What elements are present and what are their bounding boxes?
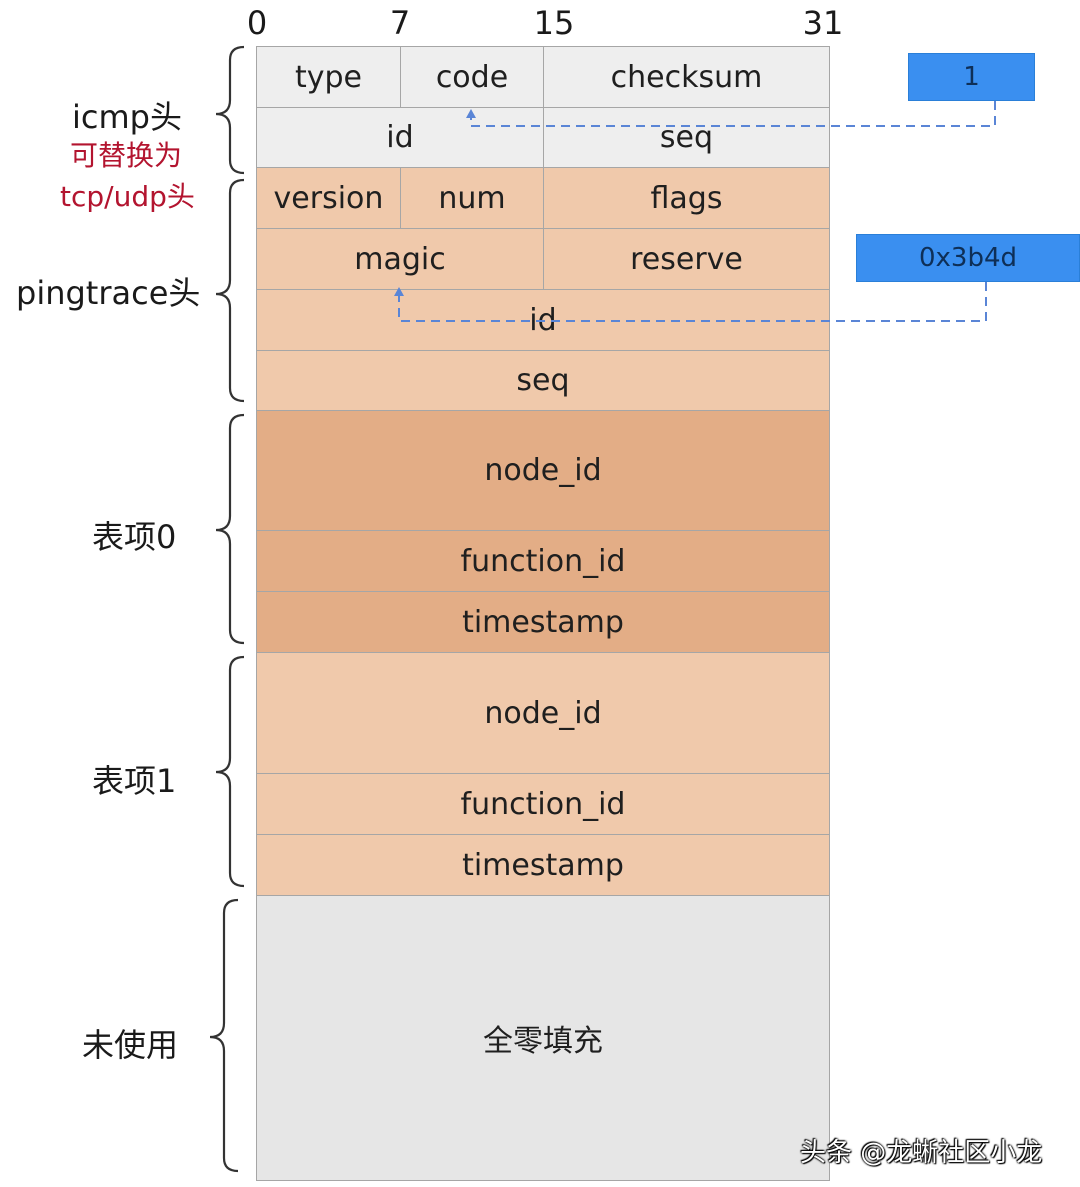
icmp-id-field: id [256, 107, 544, 168]
icmp-id-arrowhead [466, 109, 476, 118]
pingtrace-flags-field: flags [543, 167, 830, 229]
pingtrace-num-field: num [400, 167, 544, 229]
group-label-entry0: 表项0 [92, 518, 177, 556]
group-label-unused: 未使用 [82, 1026, 179, 1064]
icmp-id-value-callout: 1 [908, 53, 1035, 101]
entry1-function-id-field: function_id [256, 773, 830, 835]
entry0-node-id-field: node_id [256, 410, 830, 531]
pingtrace-seq-field: seq [256, 350, 830, 411]
entry0-timestamp-field: timestamp [256, 591, 830, 653]
group-label-pingtrace: pingtrace头 [16, 274, 201, 312]
pingtrace-magic-field: magic [256, 228, 544, 290]
icmp-replace-note-line1: 可替换为 [70, 139, 183, 172]
bit-marker-7: 7 [389, 4, 411, 42]
group-label-icmp: icmp头 [72, 98, 182, 136]
brace-icmp [215, 45, 245, 175]
unused-zero-fill-field: 全零填充 [256, 895, 830, 1181]
brace-unused [209, 898, 239, 1173]
bit-marker-31: 31 [802, 4, 844, 42]
group-label-entry1: 表项1 [92, 762, 177, 800]
magic-value-callout: 0x3b4d [856, 234, 1080, 282]
brace-entry0 [215, 413, 245, 645]
icmp-replace-note-line2: tcp/udp头 [60, 180, 195, 213]
bit-marker-15: 15 [533, 4, 575, 42]
watermark: 头条 @龙蜥社区小龙 [800, 1138, 1043, 1168]
icmp-code-field: code [400, 46, 544, 108]
bit-marker-0: 0 [246, 4, 268, 42]
magic-dashed-arrow [398, 282, 987, 322]
brace-pingtrace [215, 178, 245, 403]
icmp-type-field: type [256, 46, 401, 108]
magic-arrowhead [394, 287, 404, 296]
icmp-seq-field: seq [543, 107, 830, 168]
pingtrace-version-field: version [256, 167, 401, 229]
entry0-function-id-field: function_id [256, 530, 830, 592]
icmp-checksum-field: checksum [543, 46, 830, 108]
icmp-id-dashed-arrow [470, 101, 996, 127]
brace-entry1 [215, 655, 245, 888]
